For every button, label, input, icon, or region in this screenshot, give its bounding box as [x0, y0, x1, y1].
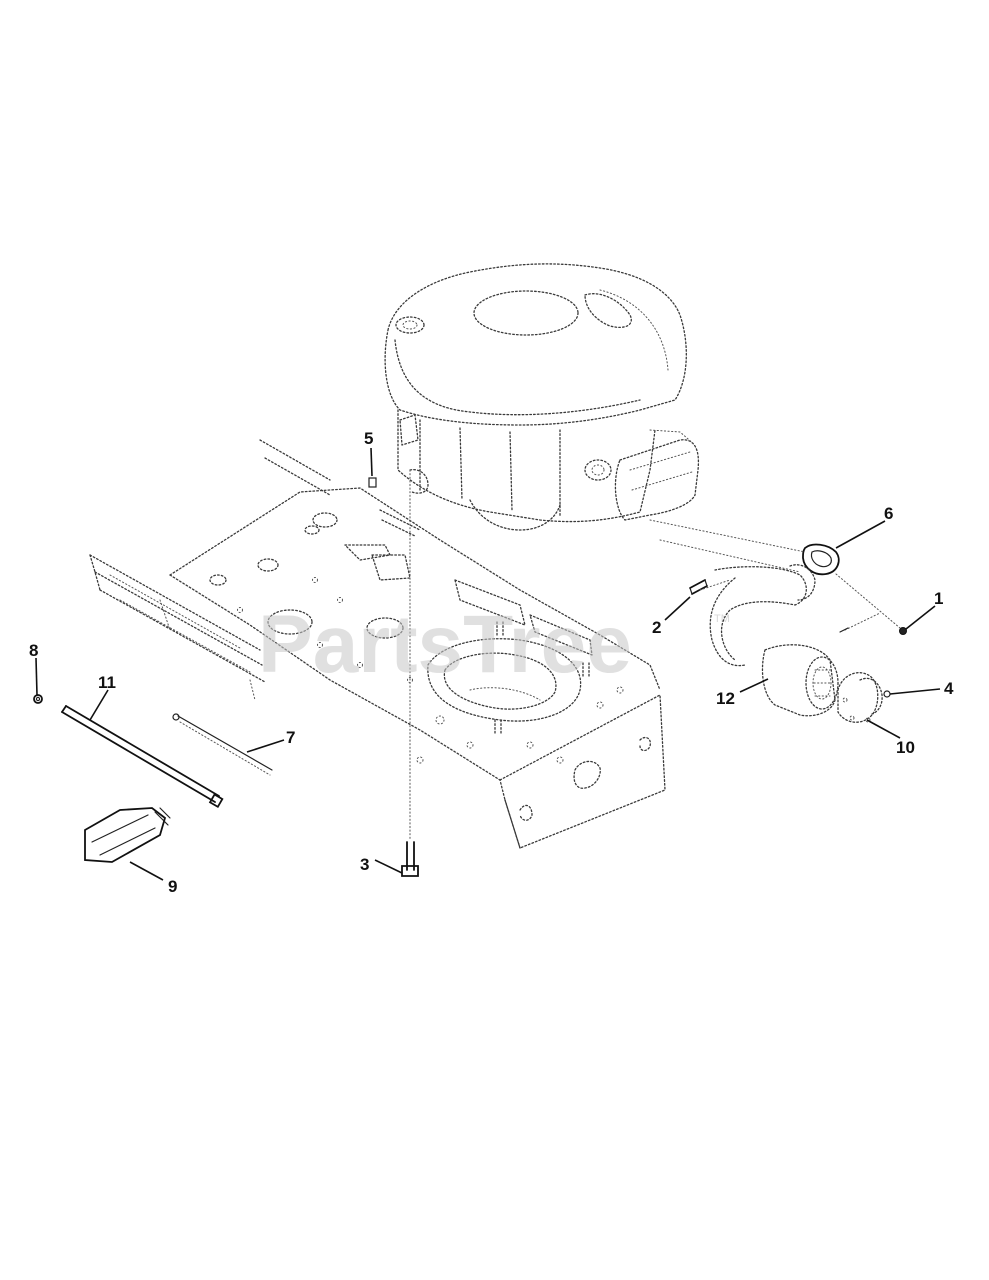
callout-11: 11 — [98, 673, 116, 692]
exhaust-assembly — [649, 519, 907, 723]
callout-3: 3 — [360, 855, 369, 874]
leader-9 — [129, 861, 164, 881]
leader-2 — [664, 596, 691, 621]
callout-2: 2 — [652, 618, 661, 637]
callout-8: 8 — [29, 641, 38, 660]
leader-4 — [889, 688, 941, 695]
leader-11 — [89, 689, 109, 721]
callout-5: 5 — [364, 429, 373, 448]
leader-12 — [739, 678, 769, 693]
callout-leaders — [35, 447, 941, 881]
leader-8 — [35, 657, 38, 696]
callout-4: 4 — [944, 679, 954, 698]
callout-labels: 1 2 3 4 5 6 7 8 9 10 11 12 — [29, 429, 954, 896]
leader-1 — [905, 605, 936, 630]
small-parts — [33, 469, 419, 877]
watermark-text: PartsTree — [258, 599, 632, 690]
callout-12: 12 — [716, 689, 735, 708]
watermark-trademark: TM — [714, 613, 730, 625]
engine — [384, 263, 700, 531]
watermark: PartsTree TM — [258, 599, 730, 690]
leader-6 — [835, 520, 886, 549]
callout-7: 7 — [286, 728, 295, 747]
leader-3 — [374, 859, 403, 874]
callout-1: 1 — [934, 589, 943, 608]
leader-10 — [866, 719, 901, 739]
leader-5 — [370, 447, 373, 477]
callout-9: 9 — [168, 877, 177, 896]
callout-10: 10 — [896, 738, 915, 757]
callout-6: 6 — [884, 504, 893, 523]
frame — [89, 439, 666, 849]
leader-7 — [246, 739, 285, 753]
